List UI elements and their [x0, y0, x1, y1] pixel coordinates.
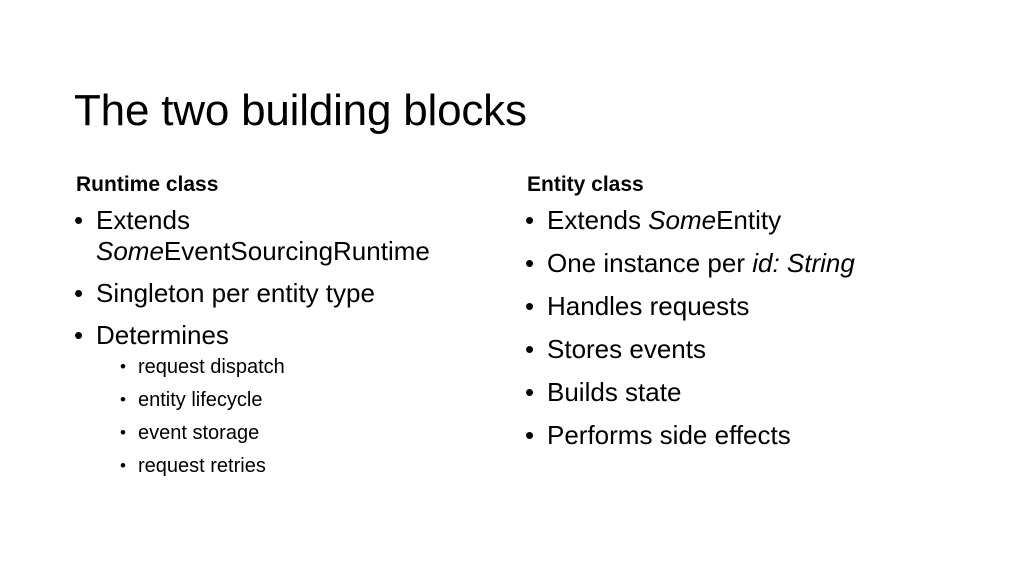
bullet-text-prefix: Handles requests: [547, 291, 750, 321]
bullet-text-suffix: Entity: [716, 205, 782, 235]
list-item: Extends SomeEventSourcingRuntime: [74, 205, 494, 267]
bullet-text-prefix: Determines: [96, 320, 229, 350]
list-item: Handles requests: [525, 291, 955, 322]
sub-list-item: request dispatch: [120, 355, 494, 379]
list-item: Performs side effects: [525, 420, 955, 451]
bullet-text-prefix: One instance per: [547, 248, 753, 278]
bullet-text-prefix: Singleton per entity type: [96, 278, 375, 308]
list-item: One instance per id: String: [525, 248, 955, 279]
bullet-text-prefix: Performs side effects: [547, 420, 791, 450]
bullet-text-italic: Some: [96, 236, 164, 266]
bullet-text-prefix: Stores events: [547, 334, 706, 364]
slide-body: Runtime class Extends SomeEventSourcingR…: [0, 172, 1024, 532]
list-item: Extends SomeEntity: [525, 205, 955, 236]
list-item: Singleton per entity type: [74, 278, 494, 309]
bullet-text-prefix: Extends: [547, 205, 649, 235]
bullet-text-prefix: Builds state: [547, 377, 682, 407]
sub-list-item: entity lifecycle: [120, 388, 494, 412]
left-column-heading: Runtime class: [76, 173, 219, 196]
bullet-text-italic: Some: [648, 205, 717, 235]
left-column-sub-bullet-list: request dispatch entity lifecycle event …: [96, 355, 494, 478]
right-column: Entity class Extends SomeEntity One inst…: [525, 172, 955, 463]
bullet-text-suffix: EventSourcingRuntime: [163, 236, 430, 266]
list-item: Determines request dispatch entity lifec…: [74, 320, 494, 478]
left-column-bullet-list: Extends SomeEventSourcingRuntime Singlet…: [74, 205, 494, 478]
bullet-text-italic: id: String: [752, 248, 855, 278]
right-column-bullet-list: Extends SomeEntity One instance per id: …: [525, 205, 955, 451]
list-item: Stores events: [525, 334, 955, 365]
sub-list-item: request retries: [120, 454, 494, 478]
list-item: Builds state: [525, 377, 955, 408]
page-title: The two building blocks: [74, 86, 527, 136]
left-column: Runtime class Extends SomeEventSourcingR…: [74, 172, 494, 489]
right-column-heading: Entity class: [527, 173, 644, 196]
sub-list-item: event storage: [120, 421, 494, 445]
bullet-text-prefix: Extends: [96, 205, 190, 235]
